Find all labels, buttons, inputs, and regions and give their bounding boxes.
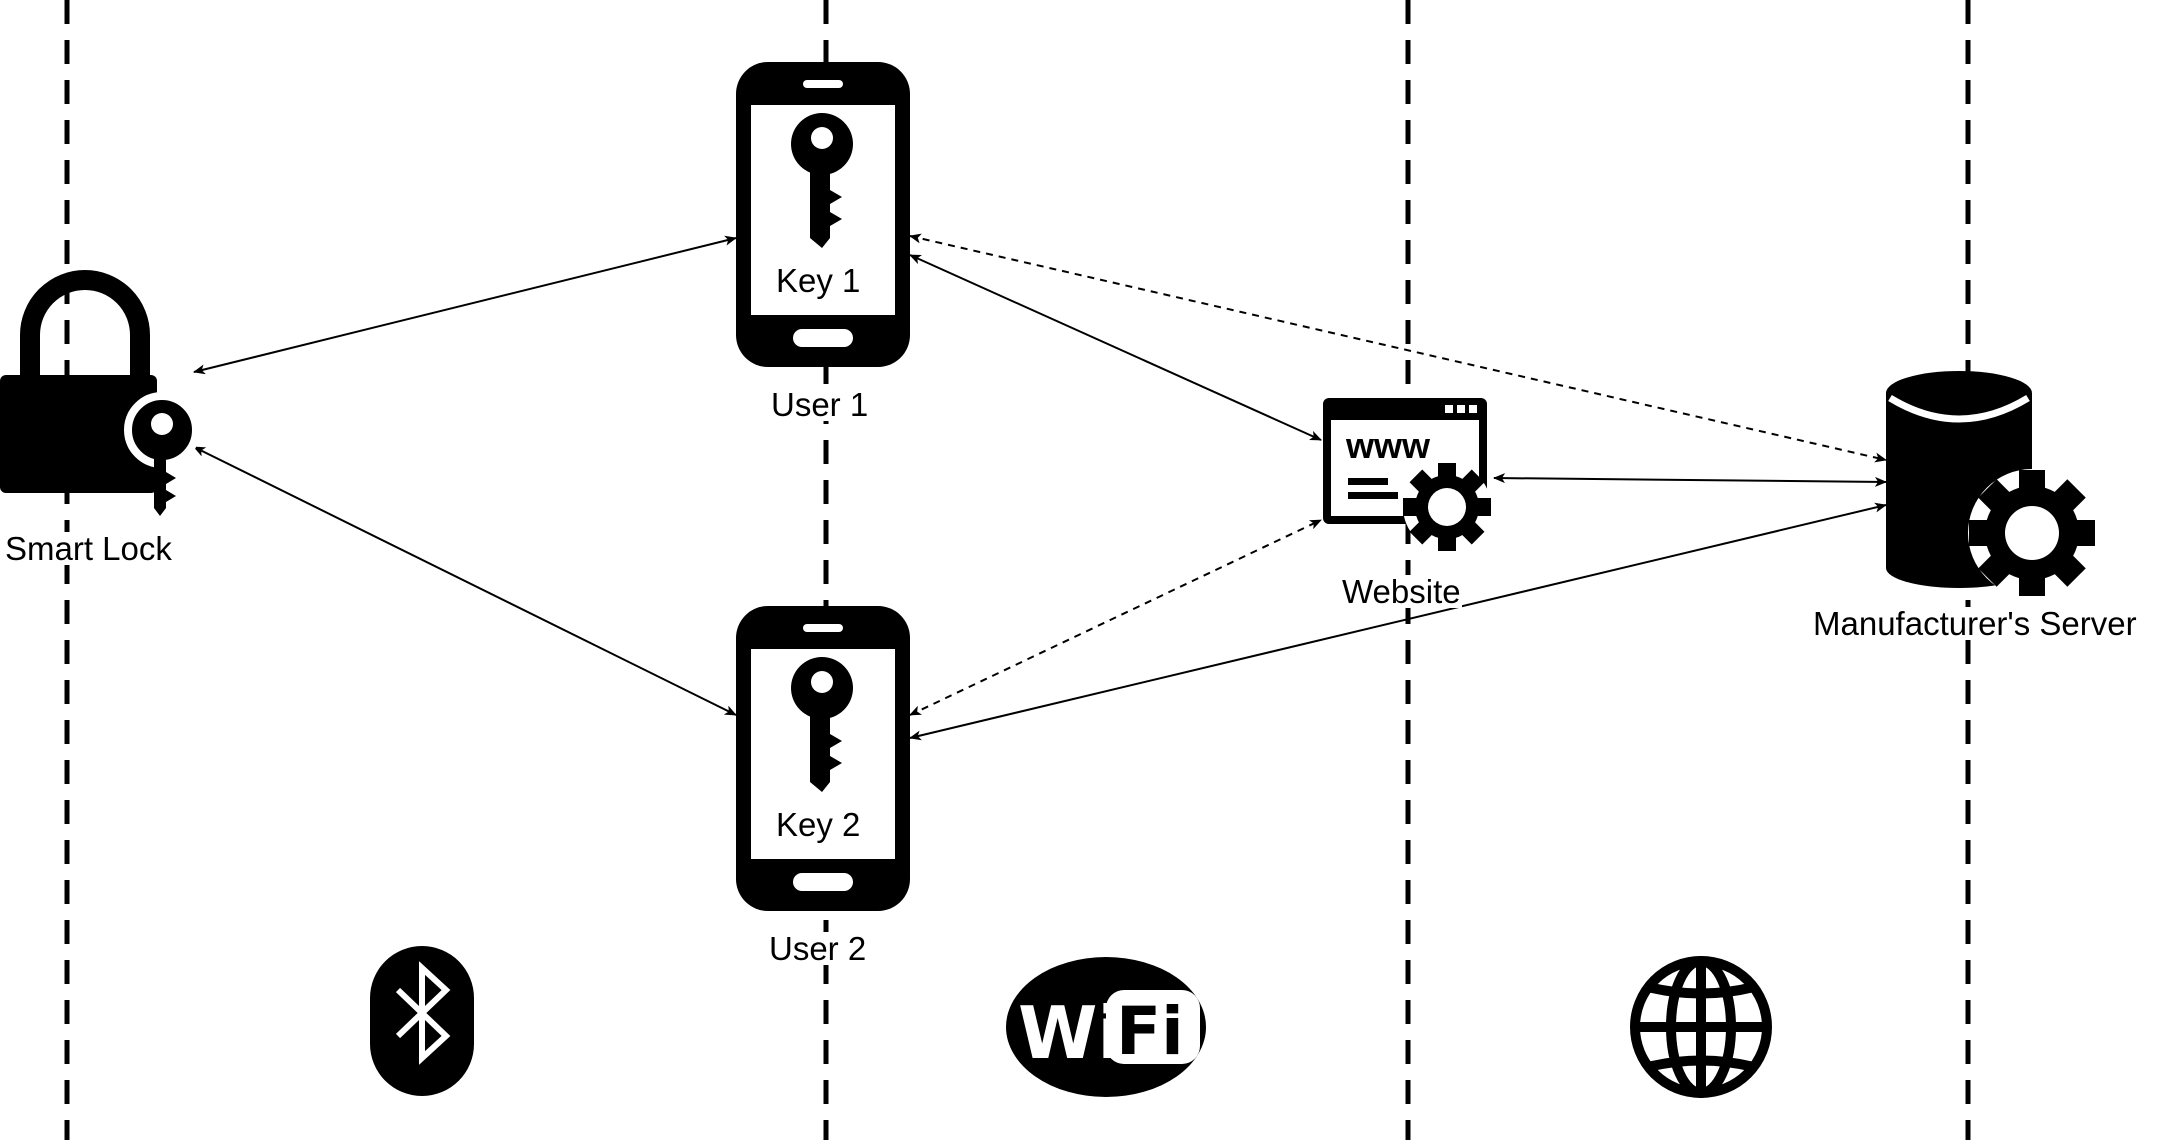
user2-label: User 2 [768, 930, 868, 967]
svg-text:Fi: Fi [1116, 993, 1184, 1070]
smart-lock-icon [0, 270, 200, 516]
website-label: Website [1341, 573, 1462, 610]
link-website-server [1493, 473, 1887, 487]
bluetooth-icon [370, 946, 474, 1096]
link-lock-user1 [193, 235, 737, 375]
user2-phone-icon [736, 606, 910, 911]
connections [193, 233, 1887, 741]
website-icon: www [1323, 398, 1491, 551]
smart-lock-label: Smart Lock [4, 530, 173, 567]
link-lock-user2 [193, 446, 737, 716]
link-user1-server [909, 233, 1887, 463]
key1-icon [791, 113, 853, 248]
wifi-icon: Wi Fi [1006, 957, 1206, 1097]
website-www-text: www [1345, 425, 1431, 466]
website-gear-icon [1403, 463, 1491, 551]
svg-text:Wi: Wi [1018, 991, 1122, 1075]
key1-label: Key 1 [776, 262, 861, 299]
link-user2-server [909, 502, 1887, 741]
key2-icon [791, 657, 853, 792]
server-label: Manufacturer's Server [1812, 605, 2138, 642]
link-user2-website [909, 519, 1322, 716]
server-icon [1886, 371, 2096, 597]
user1-label: User 1 [770, 386, 870, 423]
globe-icon [1630, 956, 1772, 1098]
key2-label: Key 2 [776, 806, 861, 843]
server-gear-icon [1968, 469, 2096, 597]
user1-phone-icon [736, 62, 910, 367]
